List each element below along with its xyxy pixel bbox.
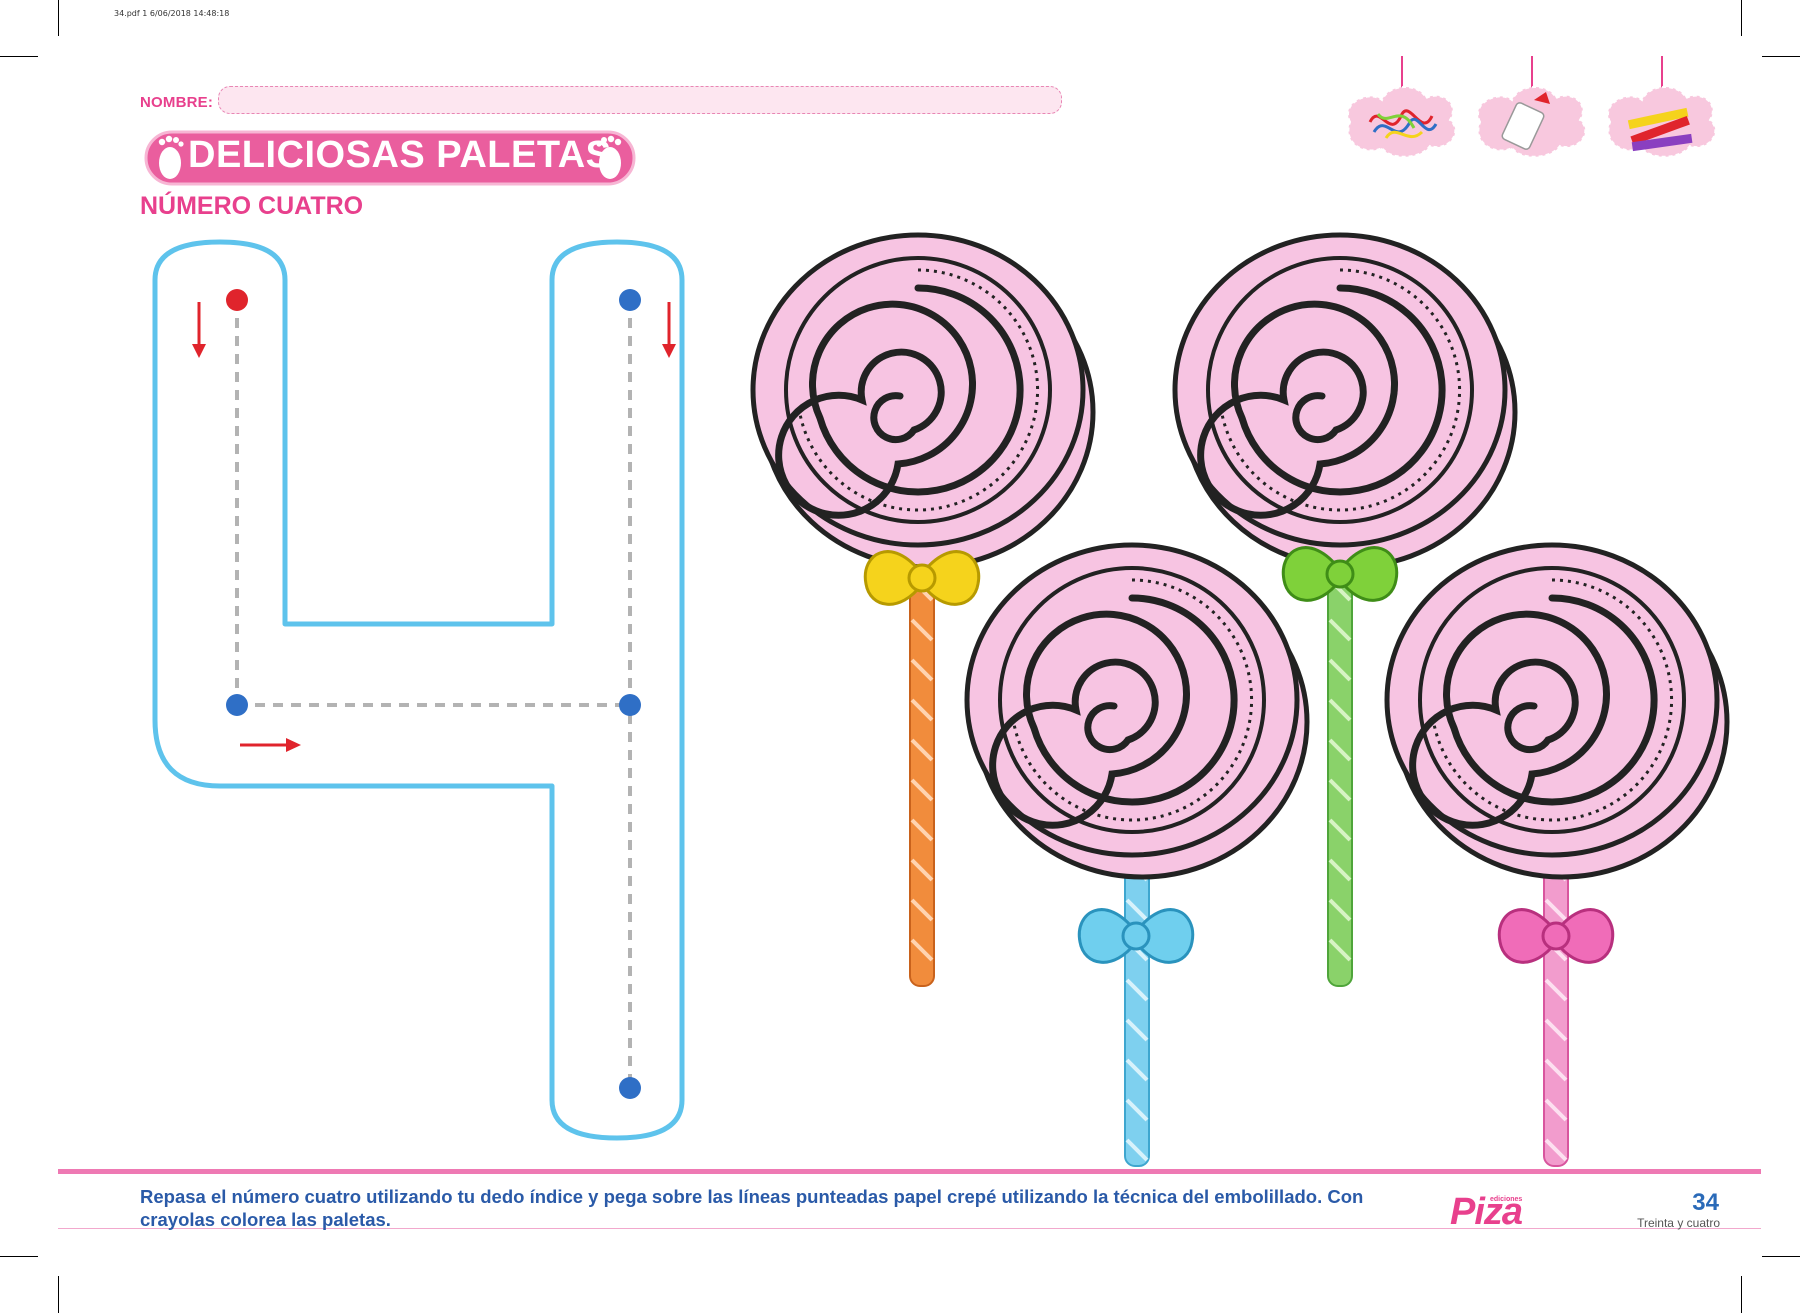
title-banner: DELICIOSAS PALETAS <box>140 128 640 188</box>
page-subtitle: NÚMERO CUATRO <box>140 192 364 220</box>
name-label: NOMBRE: <box>140 94 214 111</box>
lollipop-stick <box>1124 839 1150 1167</box>
number-four-outline <box>152 239 685 1141</box>
crepe-paper-icon <box>1347 56 1457 158</box>
footprint-icon <box>596 135 622 179</box>
guide-dot <box>619 289 641 311</box>
name-field[interactable] <box>218 86 1062 114</box>
page-number: 34 <box>1692 1189 1719 1216</box>
number-four-tracing <box>152 239 685 1141</box>
lollipop-blue <box>967 545 1307 1167</box>
instructions-text: Repasa el número cuatro utilizando tu de… <box>140 1186 1364 1230</box>
guide-dot <box>619 694 641 716</box>
page-title: DELICIOSAS PALETAS <box>188 134 612 176</box>
bow-icon <box>1281 546 1399 602</box>
publisher-logo: Piza <box>1450 1191 1523 1233</box>
lollipop-green <box>1175 235 1515 987</box>
footer-rule-bottom <box>58 1228 1761 1229</box>
dotted-guides <box>235 300 632 1088</box>
footer-rule <box>58 1169 1761 1174</box>
guide-dot <box>619 1077 641 1099</box>
publisher-subtitle: ediciones <box>1490 1196 1523 1203</box>
lollipop-stick <box>909 519 935 987</box>
bow-icon <box>1077 908 1195 964</box>
arrow-right-icon <box>240 738 301 752</box>
guide-dot <box>226 694 248 716</box>
start-dot <box>226 289 248 311</box>
page-number-words: Treinta y cuatro <box>1637 1216 1720 1230</box>
glue-bottle-icon <box>1477 56 1587 158</box>
crayons-icon <box>1607 56 1717 158</box>
footprint-icon <box>158 135 184 179</box>
lollipop-pink <box>1387 545 1727 1167</box>
title-banner-shape <box>144 130 636 186</box>
print-info: 34.pdf 1 6/06/2018 14:48:18 <box>114 9 230 18</box>
bow-icon <box>1497 908 1615 964</box>
activity-icons <box>1347 56 1717 158</box>
bow-icon <box>863 550 981 606</box>
arrow-down-icon <box>192 302 206 358</box>
lollipop-yellow <box>753 235 1093 987</box>
arrow-down-icon <box>662 302 676 358</box>
lollipop-stick <box>1543 839 1569 1167</box>
lollipops-illustration <box>740 180 1740 1167</box>
